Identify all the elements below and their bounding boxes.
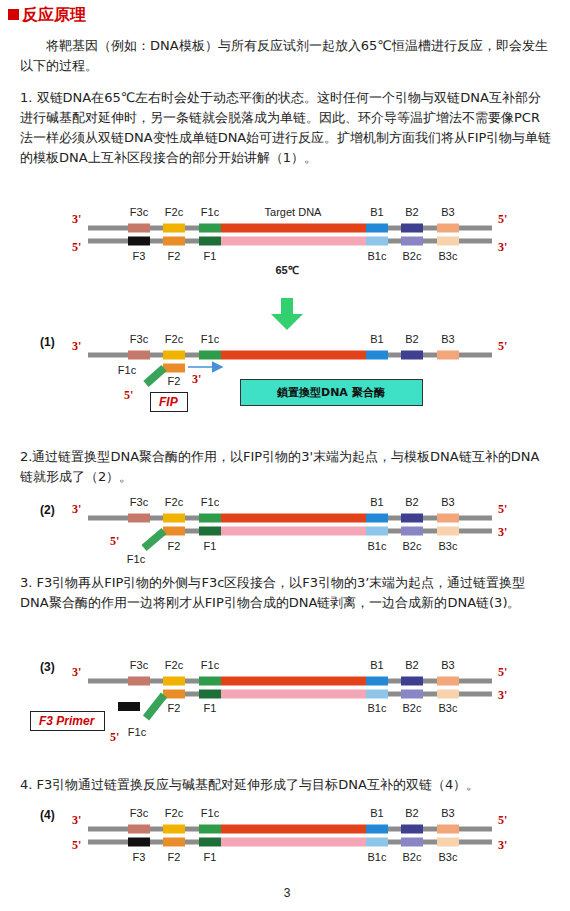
strand-end-label: 3' bbox=[498, 838, 507, 853]
segment-label: F1c bbox=[118, 364, 136, 376]
box-text: FIP bbox=[159, 395, 178, 409]
segment-label: B1c bbox=[368, 851, 387, 863]
segment-label: B3c bbox=[439, 540, 458, 552]
segment-label: B1c bbox=[368, 250, 387, 262]
segment-label: B1c bbox=[368, 540, 387, 552]
step-number: (1) bbox=[40, 335, 55, 349]
segment-label: F1c bbox=[201, 659, 219, 671]
primer-box: FIP bbox=[150, 392, 188, 412]
paragraph: 2.通过链置换型DNA聚合酶的作用，以FIP引物的3'末端为起点，与模板DNA链… bbox=[20, 447, 552, 487]
temperature-label: 65℃ bbox=[275, 262, 298, 277]
segment-label: B1 bbox=[370, 206, 383, 218]
strand-end-label: 5' bbox=[498, 665, 507, 680]
segment-label: F1 bbox=[204, 702, 217, 714]
strand-end-label: 3' bbox=[72, 813, 81, 828]
segment-label: B2 bbox=[405, 807, 418, 819]
strand-end-label: 3' bbox=[498, 688, 507, 703]
strand-end-label: 3' bbox=[192, 372, 201, 387]
segment-label: F1c bbox=[201, 206, 219, 218]
segment-label: F1 bbox=[204, 851, 217, 863]
segment-label: F1c bbox=[201, 807, 219, 819]
segment-label: F3c bbox=[130, 206, 148, 218]
step-number: (2) bbox=[40, 503, 55, 517]
segment-label: B1 bbox=[370, 333, 383, 345]
segment-label: F2 bbox=[168, 250, 181, 262]
segment-label: F3 bbox=[133, 851, 146, 863]
segment-label: B3 bbox=[441, 333, 454, 345]
segment-label: F1 bbox=[204, 540, 217, 552]
segment-label: B3 bbox=[441, 496, 454, 508]
step-number: (4) bbox=[40, 808, 55, 822]
segment-label: F1c bbox=[128, 726, 146, 738]
box-text: 鎖置換型DNA 聚合酶 bbox=[277, 386, 385, 399]
step-number: (3) bbox=[40, 660, 55, 674]
strand-end-label: 3' bbox=[72, 339, 81, 354]
page-title: 反应原理 bbox=[22, 5, 86, 26]
segment-label: B2c bbox=[403, 702, 422, 714]
strand-end-label: 3' bbox=[72, 665, 81, 680]
strand-end-label: 5' bbox=[72, 838, 81, 853]
segment-label: Target DNA bbox=[265, 206, 322, 218]
segment-label: B3c bbox=[439, 851, 458, 863]
segment-label: F1c bbox=[201, 333, 219, 345]
box-text: F3 Primer bbox=[39, 714, 94, 728]
strand-end-label: 5' bbox=[110, 730, 119, 745]
segment-label: B3c bbox=[439, 702, 458, 714]
paragraph: 将靶基因（例如：DNA模板）与所有反应试剂一起放入65℃恒温槽进行反应，即会发生… bbox=[20, 36, 552, 76]
segment-label: B3 bbox=[441, 659, 454, 671]
segment-label: F2 bbox=[168, 375, 181, 387]
segment-label: F3c bbox=[130, 659, 148, 671]
segment-label: F2 bbox=[168, 540, 181, 552]
segment-label: F3c bbox=[130, 333, 148, 345]
segment-label: F3c bbox=[130, 496, 148, 508]
strand-end-label: 5' bbox=[498, 339, 507, 354]
segment-label: B1 bbox=[370, 496, 383, 508]
strand-end-label: 5' bbox=[498, 502, 507, 517]
strand-end-label: 5' bbox=[72, 240, 81, 255]
segment-label: F2c bbox=[165, 807, 183, 819]
segment-label: B2 bbox=[405, 333, 418, 345]
strand-end-label: 3' bbox=[498, 525, 507, 540]
segment-label: B2 bbox=[405, 206, 418, 218]
paragraph: 4. F3引物通过链置换反应与碱基配对延伸形成了与目标DNA互补的双链（4）。 bbox=[20, 775, 552, 795]
segment-label: B2c bbox=[403, 250, 422, 262]
segment-label: B1 bbox=[370, 659, 383, 671]
segment-label: F1c bbox=[201, 496, 219, 508]
segment-label: F2c bbox=[165, 496, 183, 508]
page-number: 3 bbox=[284, 886, 291, 900]
segment-label: F2 bbox=[168, 702, 181, 714]
segment-label: F3c bbox=[130, 807, 148, 819]
segment-label: F2c bbox=[165, 206, 183, 218]
segment-label: F3 bbox=[133, 250, 146, 262]
strand-end-label: 3' bbox=[72, 502, 81, 517]
strand-end-label: 5' bbox=[124, 388, 133, 403]
segment-label: B1 bbox=[370, 807, 383, 819]
strand-end-label: 3' bbox=[72, 212, 81, 227]
segment-label: B3 bbox=[441, 206, 454, 218]
strand-end-label: 5' bbox=[498, 813, 507, 828]
strand-end-label: 5' bbox=[498, 212, 507, 227]
segment-label: F2c bbox=[165, 659, 183, 671]
segment-label: F1c bbox=[127, 553, 145, 565]
segment-label: B3c bbox=[439, 250, 458, 262]
primer-box: F3 Primer bbox=[30, 711, 105, 731]
segment-label: F2 bbox=[168, 851, 181, 863]
enzyme-box: 鎖置換型DNA 聚合酶 bbox=[240, 379, 423, 406]
strand-end-label: 3' bbox=[498, 240, 507, 255]
segment-label: B2 bbox=[405, 496, 418, 508]
segment-label: B3 bbox=[441, 807, 454, 819]
segment-label: B2c bbox=[403, 540, 422, 552]
segment-label: B2c bbox=[403, 851, 422, 863]
segment-label: F1 bbox=[204, 250, 217, 262]
strand-end-label: 5' bbox=[110, 534, 119, 549]
segment-label: B2 bbox=[405, 659, 418, 671]
segment-label: B1c bbox=[368, 702, 387, 714]
paragraph: 3. F3引物再从FIP引物的外侧与F3c区段接合，以F3引物的3’末端为起点，… bbox=[20, 573, 552, 613]
segment-label: F2c bbox=[165, 333, 183, 345]
paragraph: 1. 双链DNA在65℃左右时会处于动态平衡的状态。这时任何一个引物与双链DNA… bbox=[20, 88, 552, 168]
